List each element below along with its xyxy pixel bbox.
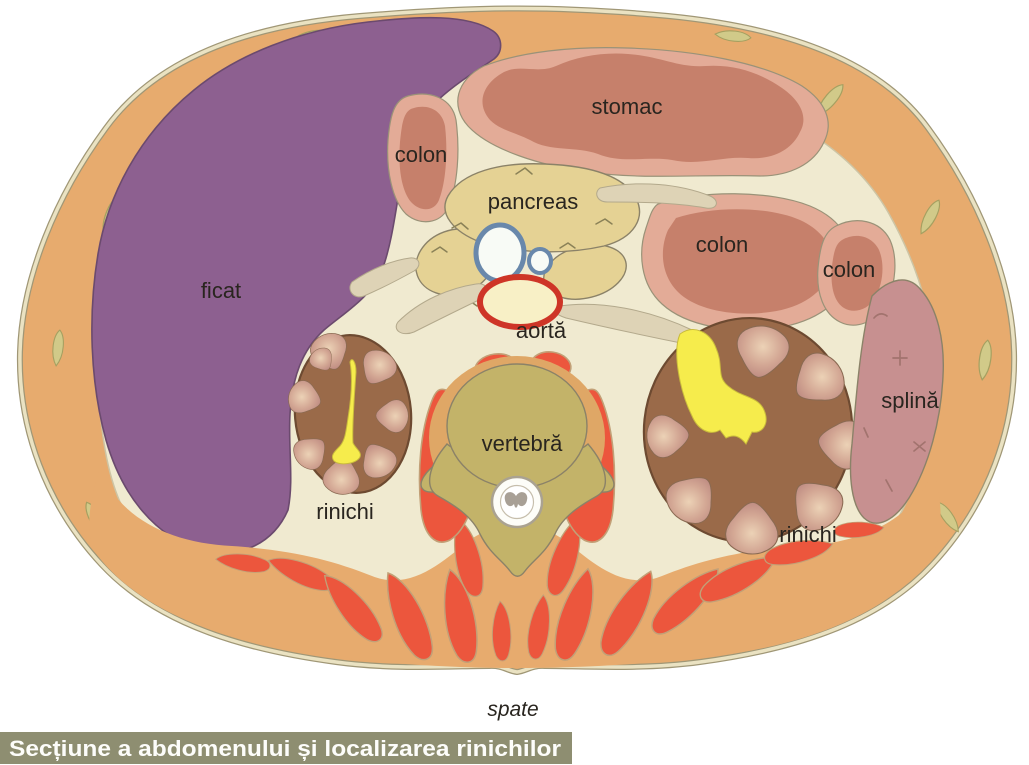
colon-interior [831,235,883,311]
vena-cava-vessel [473,222,527,284]
vertebra-assembly [418,351,616,577]
fascia-strips [349,183,717,345]
colon-interior [399,106,447,210]
colon-right-large-label: colon [696,232,749,257]
spleen-texture-marks [863,313,926,492]
caption-bar: Secțiune a abdomenului și localizarea ri… [0,732,572,764]
spinal-cord-butterfly [504,492,528,508]
fascia-strip [596,183,717,209]
spleen-label: splină [881,388,939,413]
colon-upper-left-shape [387,93,459,223]
kidney-left-label: rinichi [316,499,373,524]
aorta-vessel [477,274,563,330]
liver-label: ficat [201,278,241,303]
great-vessels [473,222,563,330]
kidney-left-shape [283,328,413,498]
organ-labels: ficat stomac colon colon colon pancreas … [201,94,940,547]
aorta-label: aortă [516,318,567,343]
spleen-shape [849,279,945,524]
kidney-left-renal-pelvis [331,359,361,465]
colon-right-small-label: colon [823,257,876,282]
colon-right-large-shape [641,193,853,331]
vertebra-body [446,363,588,489]
vertebra-label: vertebră [482,431,563,456]
caption-background [0,732,572,764]
stomach-interior [482,53,804,162]
kidney-right-label: rinichi [779,522,836,547]
stomach-label: stomac [592,94,663,119]
colon-interior [662,209,832,314]
spleen-body [849,279,945,524]
kidney-right-shape [642,316,871,556]
fascia-strip [349,257,420,298]
kidney-right-renal-pelvis [676,329,767,445]
orientation-label: spate [487,698,538,721]
pancreas-label: pancreas [488,189,579,214]
colon-upper-left-label: colon [395,142,448,167]
caption-text: Secțiune a abdomenului și localizarea ri… [9,736,561,761]
small-vessel [527,247,553,275]
